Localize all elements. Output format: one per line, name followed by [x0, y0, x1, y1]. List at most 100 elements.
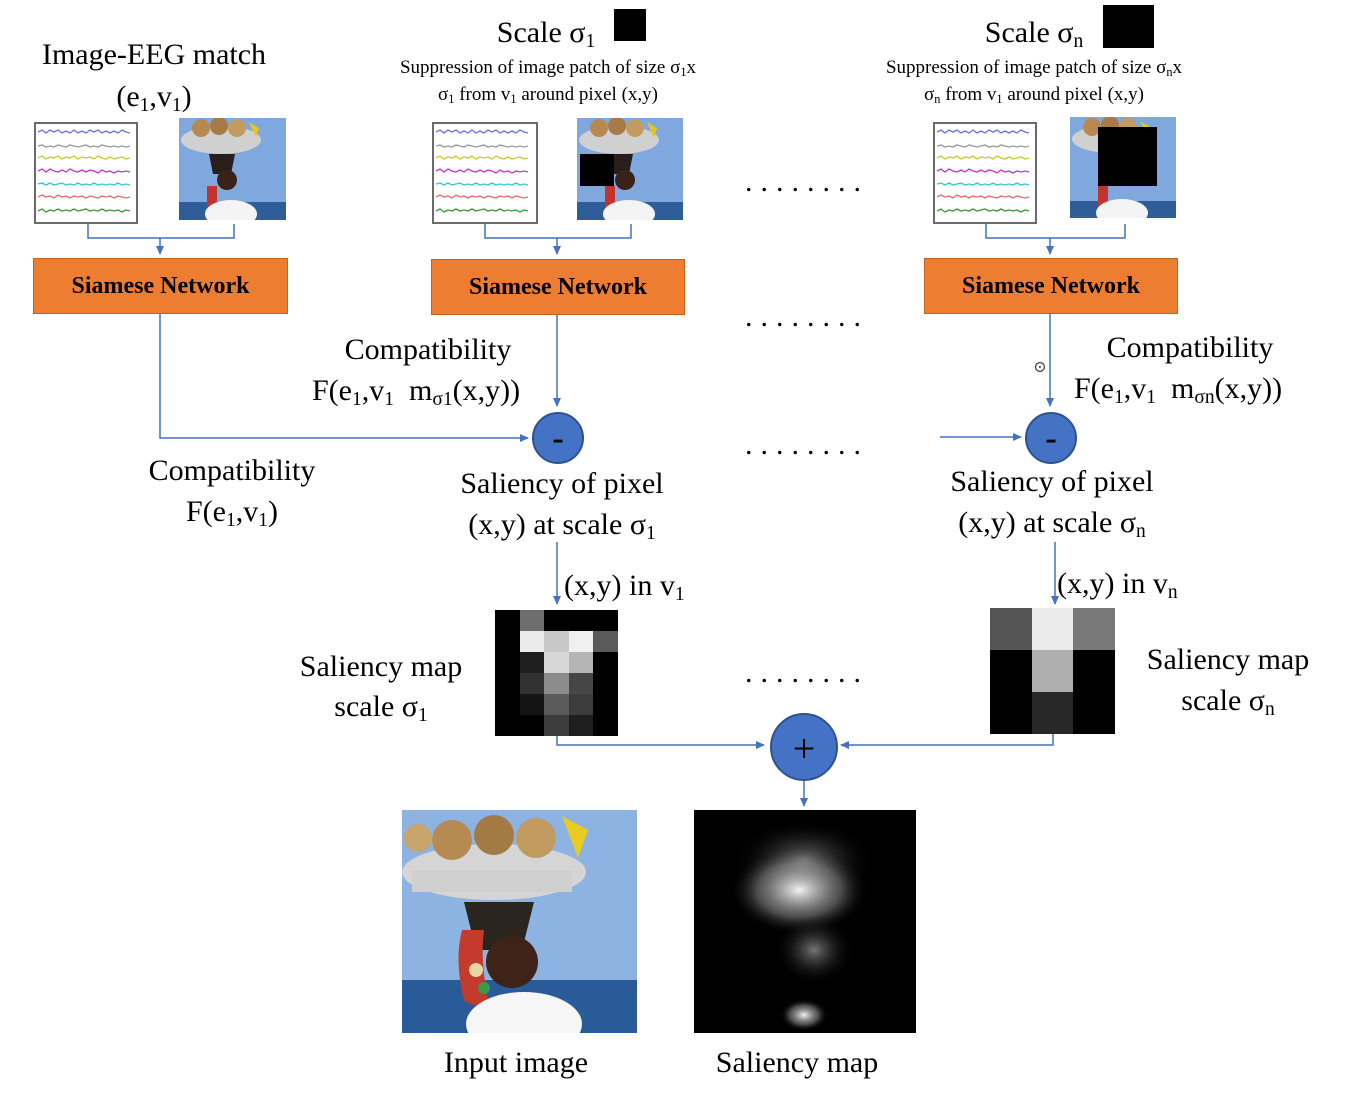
sum-operator: + — [770, 713, 838, 781]
saliency-cell — [568, 610, 594, 631]
col3-suppression-line1: Suppression of image patch of size σnx — [885, 57, 1183, 80]
col2-scale-title: Scale σ1 — [496, 16, 596, 52]
saliency-cell — [593, 652, 618, 673]
saliency-cell — [544, 652, 569, 673]
col2-eeg-thumbnail — [432, 122, 538, 224]
col3-scale-patch-icon — [1103, 5, 1154, 48]
ellipsis-row2: ........ — [745, 300, 869, 333]
plus-icon: + — [792, 726, 816, 771]
saliency-map-caption: Saliency map — [715, 1046, 879, 1079]
woman-photo-large — [402, 810, 637, 1033]
saliency-cell — [568, 694, 594, 715]
saliency-cell — [568, 652, 594, 673]
col2-map-scale: scale σ1 — [334, 690, 428, 726]
saliency-cell — [519, 694, 545, 715]
woman-photo-thumbnail — [577, 118, 683, 220]
col3-map-scale: scale σn — [1181, 684, 1275, 720]
col2-saliency-scale: (x,y) at scale σ1 — [468, 508, 656, 544]
col2-siamese-network-box: Siamese Network — [431, 259, 685, 315]
saliency-cell — [568, 673, 594, 694]
minus-icon: - — [552, 420, 564, 457]
col3-eeg-thumbnail — [933, 122, 1037, 224]
col3-saliency-map-grid — [990, 608, 1115, 734]
col2-saliency-label: Saliency of pixel — [460, 467, 664, 500]
col1-compatibility-label: Compatibility — [148, 454, 316, 487]
col2-pixel-in-label: (x,y) in v1 — [564, 569, 685, 605]
saliency-cell — [544, 715, 569, 736]
saliency-cell — [568, 715, 594, 736]
col3-scale-title: Scale σn — [984, 16, 1084, 52]
input-image — [402, 810, 637, 1033]
col3-pixel-in-label: (x,y) in vn — [1057, 567, 1178, 603]
col3-siamese-network-box: Siamese Network — [924, 258, 1178, 314]
saliency-cell — [495, 673, 520, 694]
odot-icon: ⊙ — [1033, 359, 1047, 376]
eeg-signal-lines — [37, 129, 131, 213]
eeg-signal-lines — [435, 129, 529, 213]
saliency-cell — [544, 631, 569, 652]
col3-saliency-scale: (x,y) at scale σn — [958, 506, 1146, 542]
saliency-cell — [1031, 608, 1074, 650]
saliency-cell — [1031, 650, 1074, 692]
saliency-cell — [519, 673, 545, 694]
saliency-cell — [1073, 608, 1115, 650]
saliency-cell — [593, 673, 618, 694]
saliency-cell — [990, 608, 1032, 650]
eeg-signal-lines — [936, 129, 1030, 213]
saliency-cell — [544, 610, 569, 631]
col1-siamese-network-box: Siamese Network — [33, 258, 288, 314]
woman-photo-thumbnail — [1070, 117, 1176, 218]
input-image-caption: Input image — [443, 1046, 589, 1079]
saliency-cell — [1031, 692, 1074, 734]
col2-saliency-map-grid — [495, 610, 618, 736]
col1-header-pair: (e1,v1) — [116, 80, 192, 116]
final-saliency-map — [694, 810, 916, 1033]
saliency-cell — [495, 631, 520, 652]
saliency-cell — [519, 631, 545, 652]
saliency-cell — [544, 673, 569, 694]
minus-icon: - — [1045, 420, 1057, 457]
col2-suppression-line2: σ1 from v1 around pixel (x,y) — [438, 84, 658, 107]
col2-subtract-operator: - — [532, 412, 584, 464]
ellipsis-row3: ........ — [745, 428, 869, 461]
saliency-cell — [593, 694, 618, 715]
saliency-cell — [990, 650, 1032, 692]
col3-saliency-label: Saliency of pixel — [950, 465, 1154, 498]
col3-suppression-line2: σn from v1 around pixel (x,y) — [924, 84, 1144, 107]
col2-suppression-line1: Suppression of image patch of size σ1x — [399, 57, 697, 80]
col3-compatibility-formula: F(e1,v1 mσn(x,y)) — [1074, 372, 1283, 408]
col1-eeg-thumbnail — [34, 122, 138, 224]
col3-stimulus-image-suppressed — [1070, 117, 1176, 218]
saliency-cell — [593, 610, 618, 631]
saliency-cell — [990, 692, 1032, 734]
saliency-cell — [593, 631, 618, 652]
saliency-cell — [1073, 692, 1115, 734]
col2-map-label: Saliency map — [299, 650, 463, 683]
woman-photo-thumbnail — [179, 118, 286, 220]
ellipsis-row4: ........ — [745, 656, 869, 689]
col3-map-label: Saliency map — [1146, 643, 1310, 676]
saliency-cell — [519, 652, 545, 673]
col2-scale-patch-icon — [614, 9, 646, 41]
saliency-cell — [495, 694, 520, 715]
saliency-cell — [519, 715, 545, 736]
saliency-heatmap — [694, 810, 916, 1033]
ellipsis-row1: ........ — [745, 165, 869, 198]
col1-stimulus-image — [179, 118, 286, 220]
saliency-cell — [593, 715, 618, 736]
col3-subtract-operator: - — [1025, 412, 1077, 464]
saliency-cell — [519, 610, 545, 631]
col1-header-title: Image-EEG match — [41, 38, 267, 71]
saliency-cell — [544, 694, 569, 715]
saliency-cell — [495, 652, 520, 673]
col2-stimulus-image-suppressed — [577, 118, 683, 220]
col2-compatibility-formula: F(e1,v1 mσ1(x,y)) — [312, 374, 521, 410]
saliency-cell — [495, 610, 520, 631]
col3-compatibility-label: Compatibility — [1106, 331, 1274, 364]
col2-compatibility-label: Compatibility — [344, 333, 512, 366]
saliency-cell — [495, 715, 520, 736]
saliency-cell — [1073, 650, 1115, 692]
saliency-cell — [568, 631, 594, 652]
col1-compatibility-formula: F(e1,v1) — [186, 495, 278, 531]
